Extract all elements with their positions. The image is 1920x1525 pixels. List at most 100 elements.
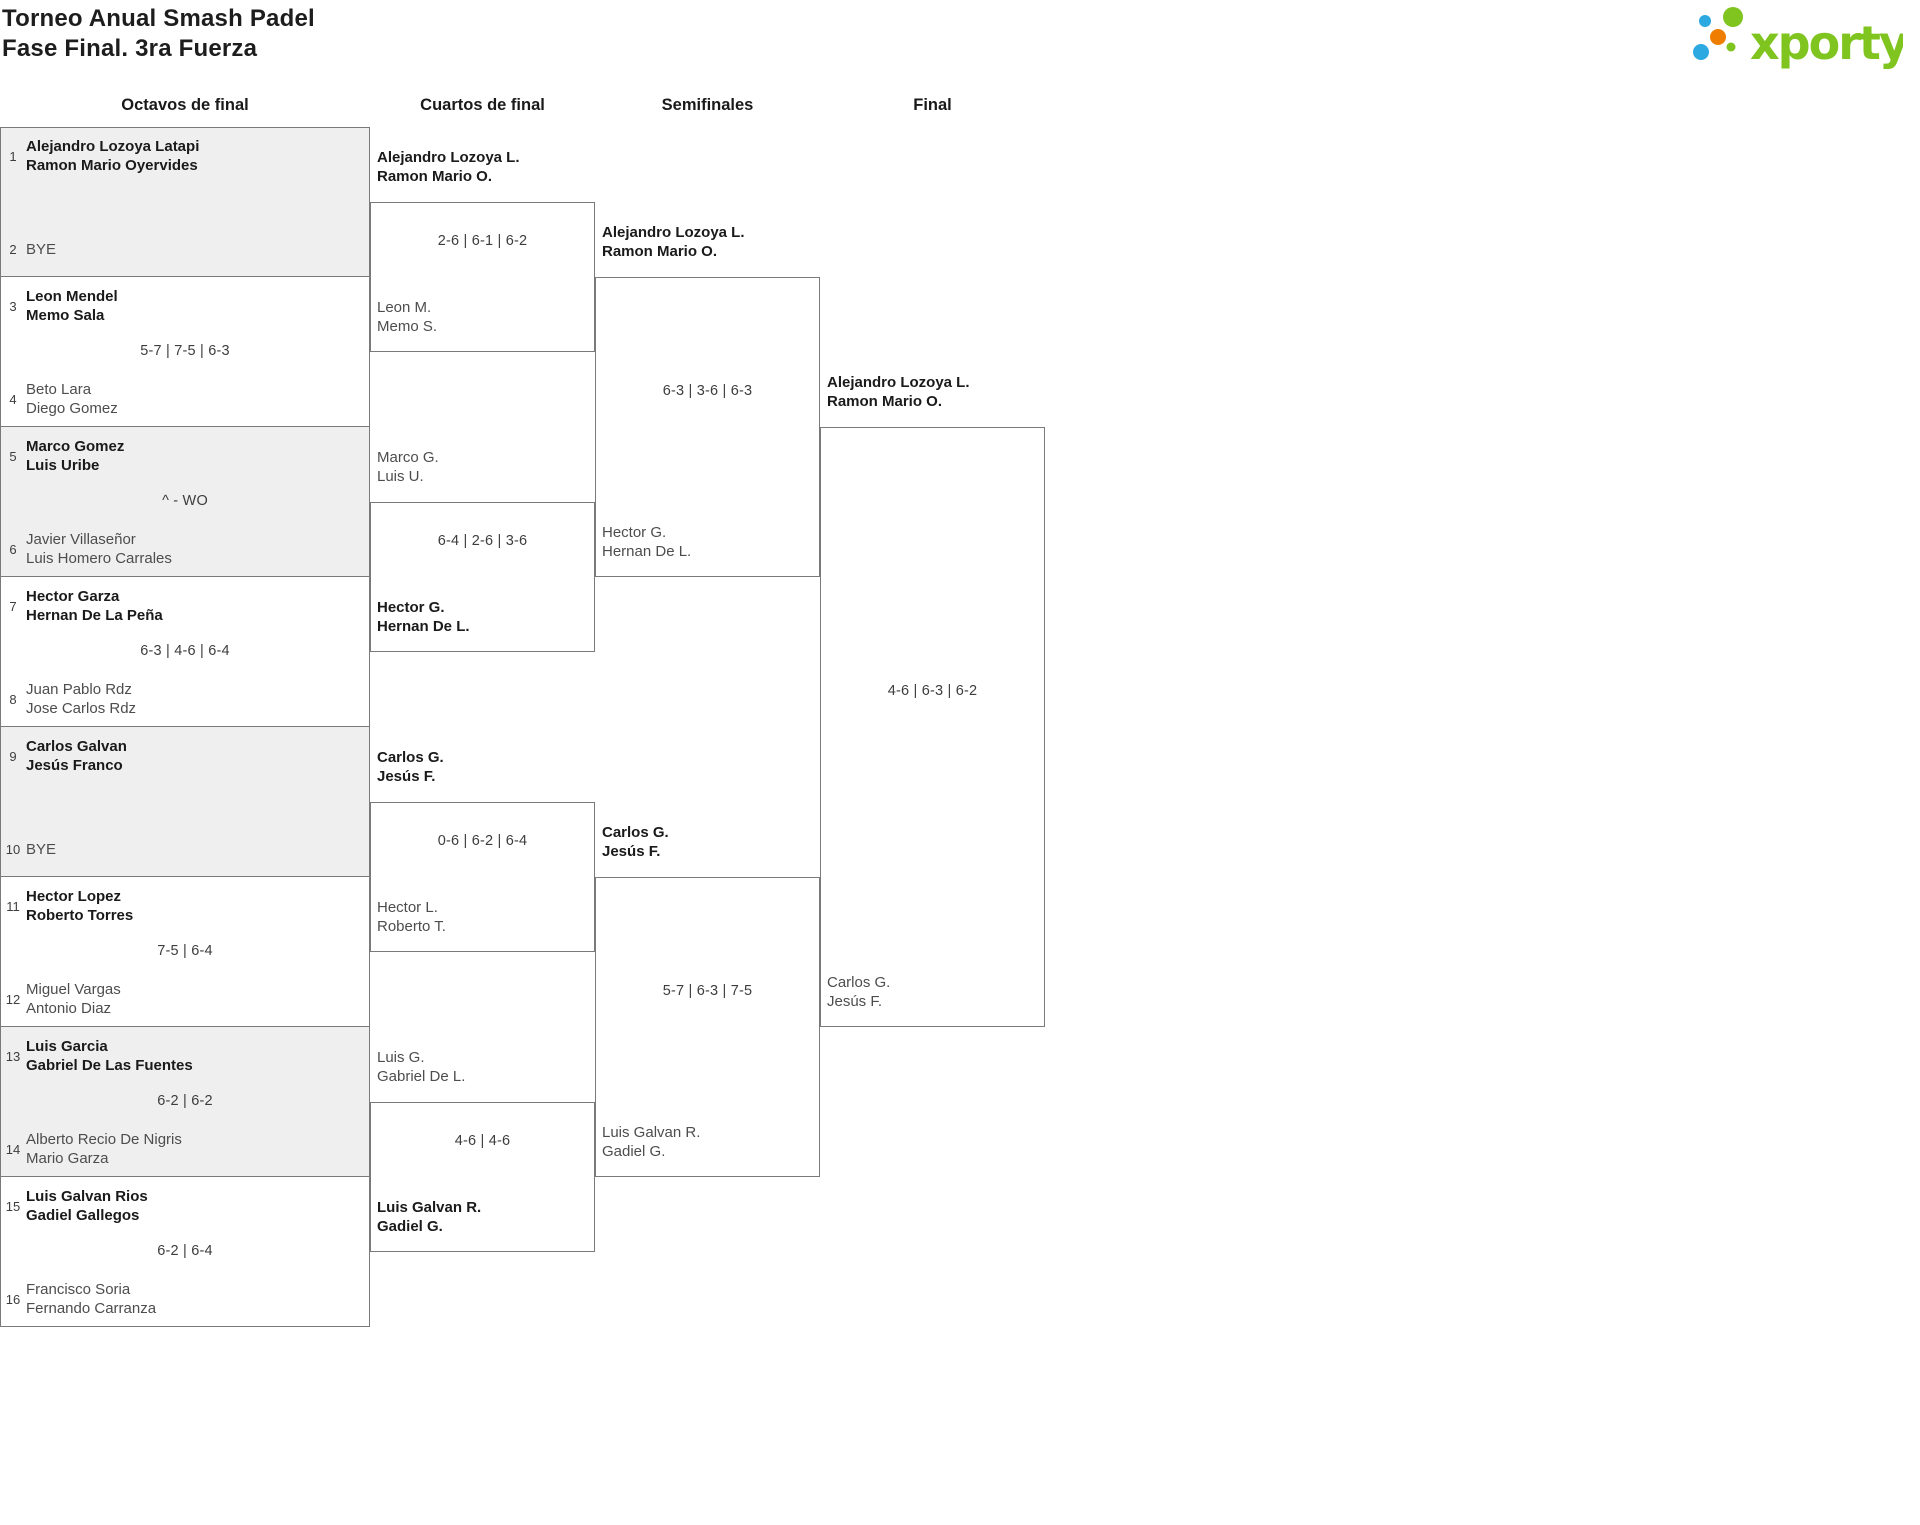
team-name-line: Juan Pablo Rdz xyxy=(26,681,132,698)
r16-m1-team2: 2 BYE xyxy=(0,230,370,268)
team-name-line: BYE xyxy=(26,240,57,258)
match-box-r16-1 xyxy=(0,127,370,277)
team-names: BYE xyxy=(26,840,56,859)
team-names: Luis G. Gabriel De L. xyxy=(377,1048,465,1086)
qf-m3-team1: Carlos G. Jesús F. xyxy=(377,748,589,786)
logo-dot-green-large-icon xyxy=(1723,7,1743,27)
r16-m8-team1: 15 Luis Galvan Rios Gadiel Gallegos xyxy=(0,1187,370,1225)
team-name-line: Alejandro Lozoya L. xyxy=(827,374,970,391)
team-name-line: Luis U. xyxy=(377,468,424,485)
team-name-line: Roberto Torres xyxy=(26,907,134,924)
team-name-line: Luis G. xyxy=(377,1049,425,1066)
match-box-r16-6 xyxy=(0,877,370,1027)
team-name-line: Gadiel Gallegos xyxy=(26,1207,140,1224)
team-name-line: Hector G. xyxy=(377,599,445,616)
team-name-line: Carlos G. xyxy=(602,824,669,841)
team-names: Hector L. Roberto T. xyxy=(377,898,446,936)
seed-number: 5 xyxy=(9,448,17,464)
team-name-line: Ramon Mario O. xyxy=(377,168,493,185)
seed-number: 8 xyxy=(9,691,17,707)
team-name-line: Mario Garza xyxy=(26,1150,109,1167)
team-name-line: Carlos G. xyxy=(827,974,891,991)
team-name-line: Diego Gomez xyxy=(26,400,118,417)
team-name-line: Jesús F. xyxy=(602,843,661,860)
r16-m6-team1: 11 Hector Lopez Roberto Torres xyxy=(0,887,370,925)
team-names: Alberto Recio De Nigris Mario Garza xyxy=(26,1130,182,1168)
match-score: 5-7 | 7-5 | 6-3 xyxy=(140,343,230,359)
team-name-line: Jesús F. xyxy=(827,993,883,1010)
team-names: Carlos Galvan Jesús Franco xyxy=(26,737,127,775)
team-name-line: Beto Lara xyxy=(26,381,92,398)
r16-m4-team2: 8 Juan Pablo Rdz Jose Carlos Rdz xyxy=(0,680,370,718)
match-box-r16-7 xyxy=(0,1027,370,1177)
team-name-line: Luis Galvan R. xyxy=(602,1124,701,1141)
match-score: ^ - WO xyxy=(162,493,208,509)
team-name-line: Jesús Franco xyxy=(26,757,123,774)
match-score: 6-2 | 6-4 xyxy=(157,1243,213,1259)
r16-m2-team2: 4 Beto Lara Diego Gomez xyxy=(0,380,370,418)
team-name-line: Marco Gomez xyxy=(26,438,125,455)
seed-number: 13 xyxy=(5,1048,21,1064)
round-header-final: Final xyxy=(913,96,952,114)
team-name-line: Hector G. xyxy=(602,524,667,541)
team-names: Marco Gomez Luis Uribe xyxy=(26,437,124,475)
seed-number: 9 xyxy=(9,748,17,764)
seed-number: 11 xyxy=(6,898,20,914)
match-score: 6-3 | 3-6 | 6-3 xyxy=(662,383,753,399)
qf-m2-team2: Hector G. Hernan De L. xyxy=(377,598,589,636)
team-names: Carlos G. Jesús F. xyxy=(827,973,890,1011)
r16-m4-team1: 7 Hector Garza Hernan De La Peña xyxy=(0,587,370,625)
r16-m3-team1: 5 Marco Gomez Luis Uribe xyxy=(0,437,370,475)
match-box-r16-2 xyxy=(0,277,370,427)
team-name-line: Hernan De La Peña xyxy=(26,607,163,624)
team-names: Leon M. Memo S. xyxy=(377,298,437,336)
match-score: 2-6 | 6-1 | 6-2 xyxy=(437,233,528,249)
xporty-logo-text: xporty xyxy=(1750,16,1903,70)
team-name-line: Carlos G. xyxy=(377,749,444,766)
team-names: Luis Galvan Rios Gadiel Gallegos xyxy=(26,1187,148,1225)
qf-m1-team1: Alejandro Lozoya L. Ramon Mario O. xyxy=(377,148,589,186)
team-name-line: Luis Garcia xyxy=(26,1038,108,1055)
match-box-r16-8 xyxy=(0,1177,370,1327)
match-score: 5-7 | 6-3 | 7-5 xyxy=(662,983,753,999)
team-names: Beto Lara Diego Gomez xyxy=(26,380,118,418)
team-name-line: Leon Mendel xyxy=(26,288,118,305)
title-line-1: Torneo Anual Smash Padel xyxy=(2,5,315,32)
team-names: Juan Pablo Rdz Jose Carlos Rdz xyxy=(26,680,136,718)
match-box-qf-2 xyxy=(370,502,595,652)
match-box-sf-1 xyxy=(595,277,820,577)
match-score: 6-4 | 2-6 | 3-6 xyxy=(437,533,528,549)
r16-m7-team1: 13 Luis Garcia Gabriel De Las Fuentes xyxy=(0,1037,370,1075)
final-team1: Alejandro Lozoya L. Ramon Mario O. xyxy=(827,373,1039,411)
r16-m5-team2: 10 BYE xyxy=(0,830,370,868)
seed-number: 14 xyxy=(5,1141,21,1157)
team-name-line: Fernando Carranza xyxy=(26,1300,157,1317)
team-name-line: Alejandro Lozoya L. xyxy=(602,224,745,241)
team-name-line: Ramon Mario O. xyxy=(602,243,718,260)
qf-m4-team1: Luis G. Gabriel De L. xyxy=(377,1048,589,1086)
team-name-line: Antonio Diaz xyxy=(26,1000,112,1017)
team-names: Hector Garza Hernan De La Peña xyxy=(26,587,163,625)
team-names: Luis Garcia Gabriel De Las Fuentes xyxy=(26,1037,193,1075)
team-name-line: Francisco Soria xyxy=(26,1281,131,1298)
team-name-line: Javier Villaseñor xyxy=(26,531,136,548)
team-names: Carlos G. Jesús F. xyxy=(602,823,669,861)
sf-m1-team2: Hector G. Hernan De L. xyxy=(602,523,814,561)
match-box-sf-2 xyxy=(595,877,820,1177)
team-names: Luis Galvan R. Gadiel G. xyxy=(602,1123,700,1161)
sf-m2-team1: Carlos G. Jesús F. xyxy=(602,823,814,861)
match-score: 0-6 | 6-2 | 6-4 xyxy=(437,833,528,849)
team-names: Luis Galvan R. Gadiel G. xyxy=(377,1198,481,1236)
team-name-line: Hector Garza xyxy=(26,588,120,605)
r16-m1-team1: 1 Alejandro Lozoya Latapi Ramon Mario Oy… xyxy=(0,137,370,175)
r16-m3-team2: 6 Javier Villaseñor Luis Homero Carrales xyxy=(0,530,370,568)
seed-number: 7 xyxy=(9,598,17,614)
seed-number: 12 xyxy=(5,991,21,1007)
team-names: Miguel Vargas Antonio Diaz xyxy=(26,980,121,1018)
seed-number: 2 xyxy=(9,241,17,257)
team-name-line: Memo S. xyxy=(377,318,438,335)
team-names: Carlos G. Jesús F. xyxy=(377,748,444,786)
xporty-logo[interactable]: xporty xyxy=(1688,2,1903,77)
team-name-line: Gabriel De L. xyxy=(377,1068,466,1085)
